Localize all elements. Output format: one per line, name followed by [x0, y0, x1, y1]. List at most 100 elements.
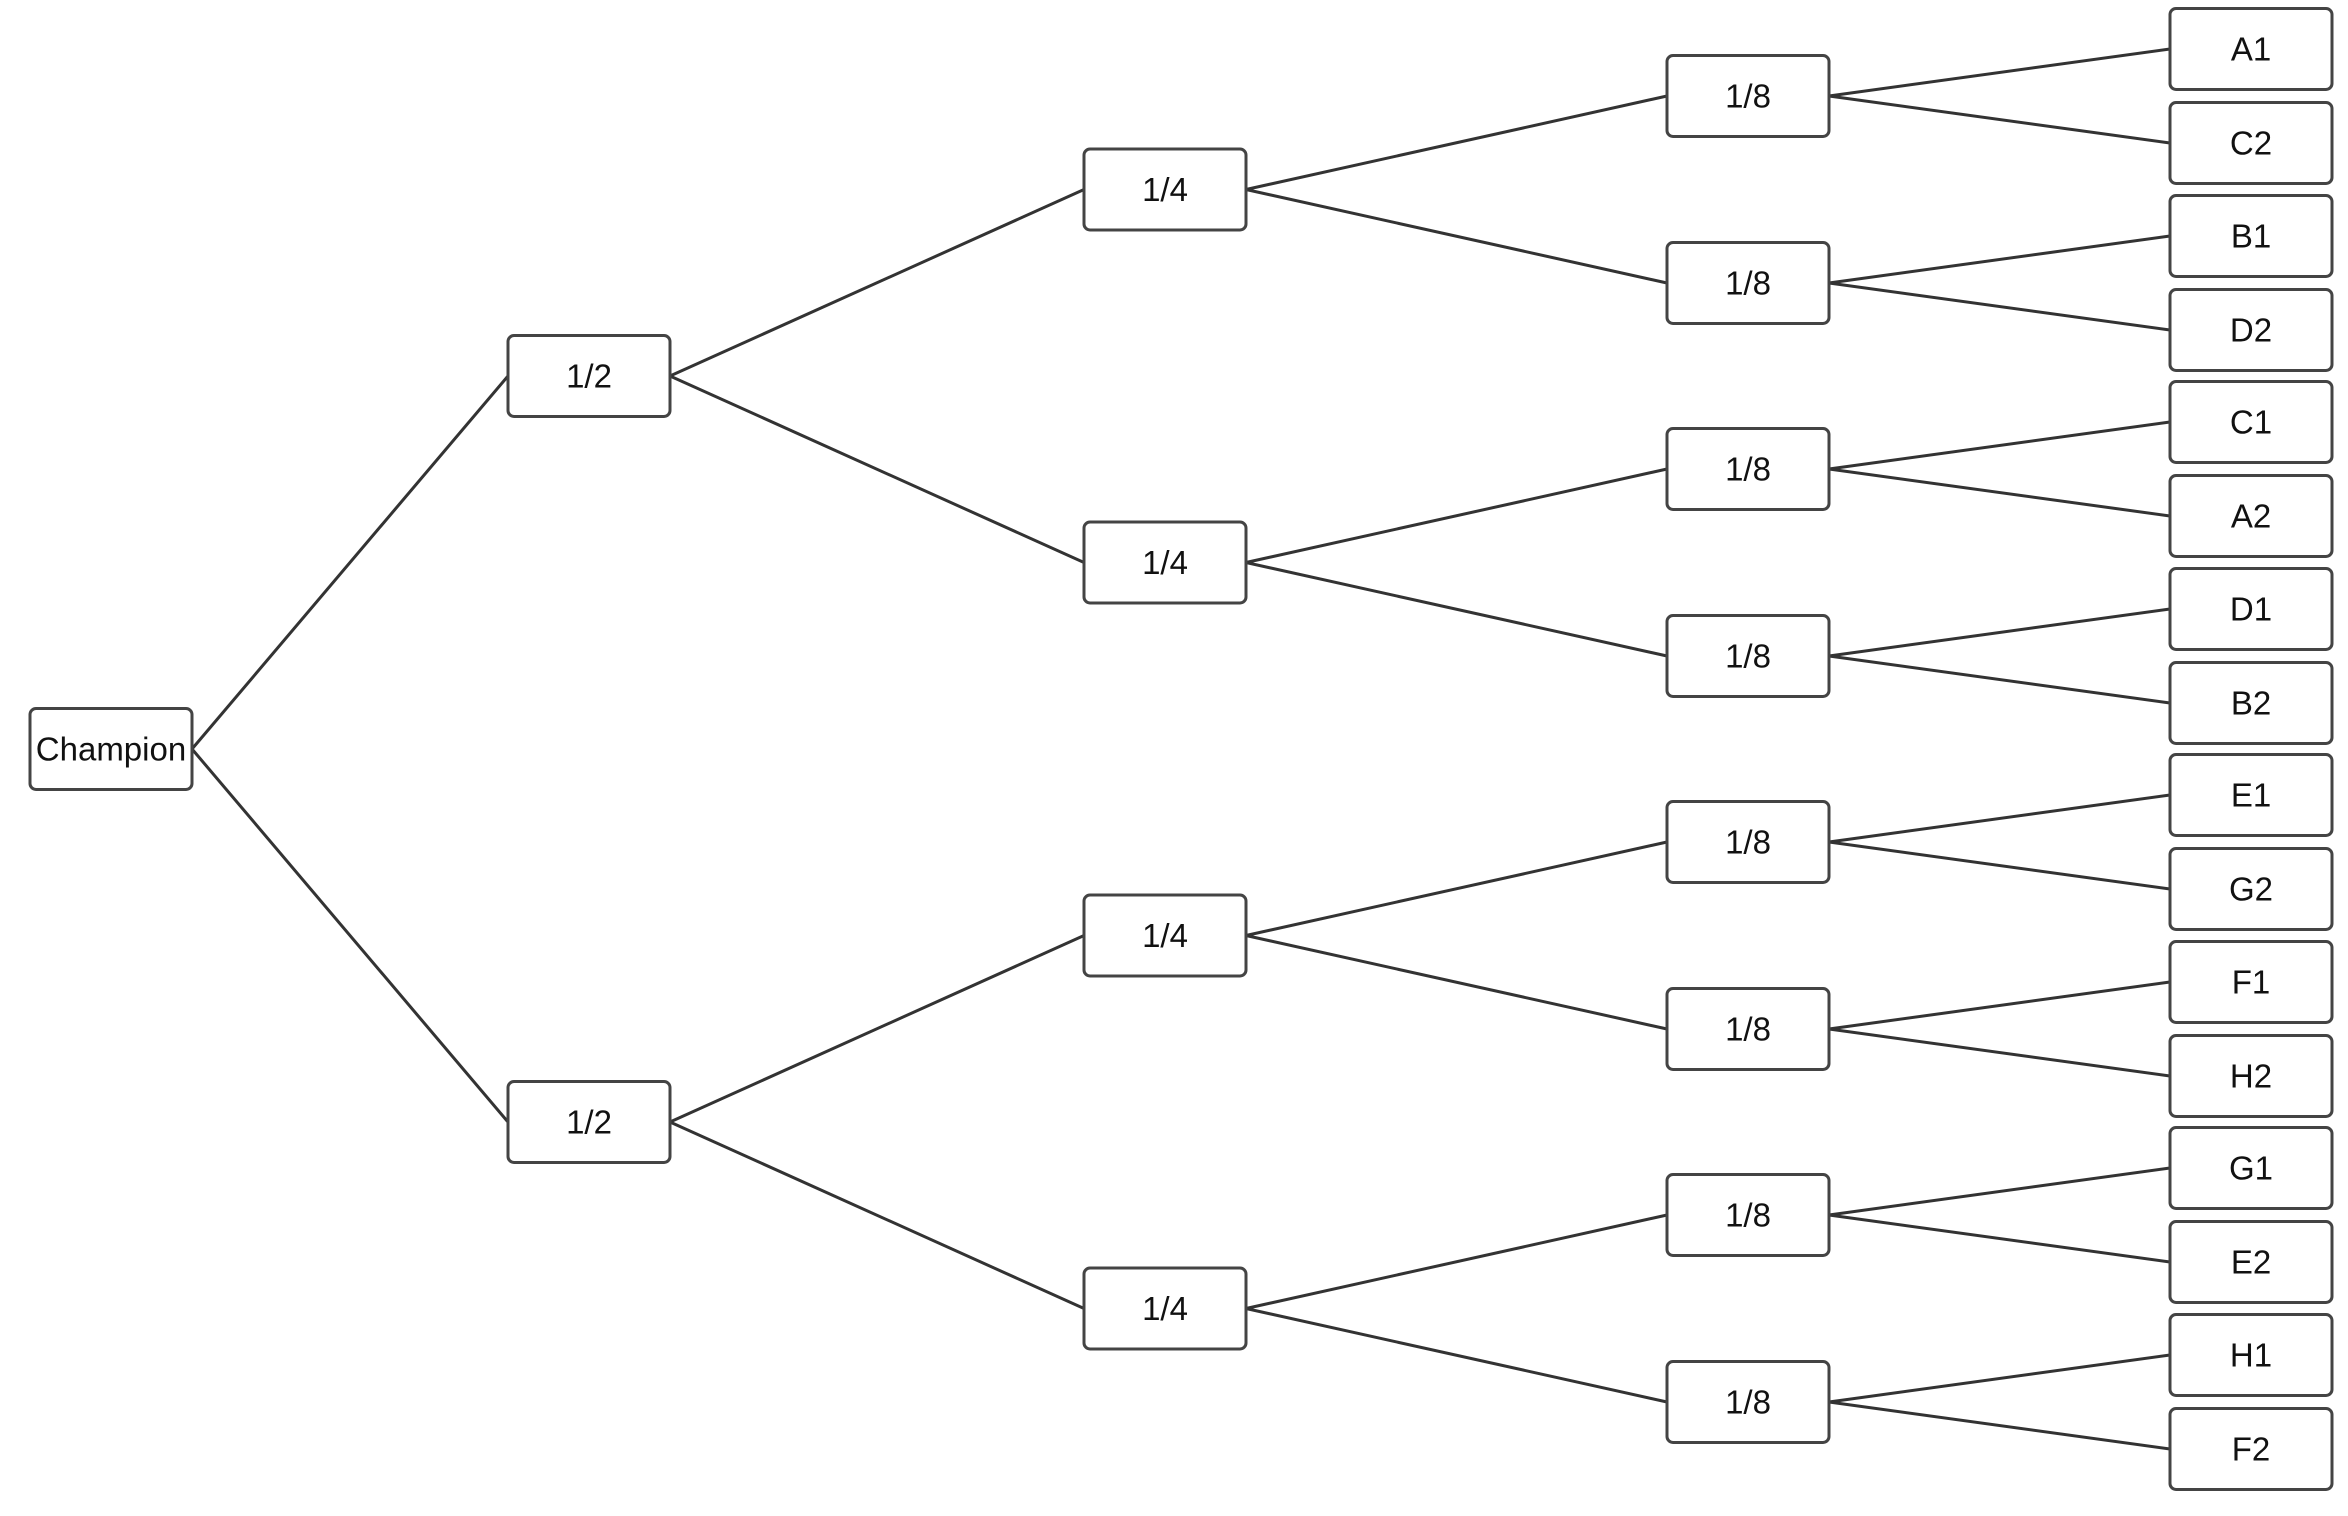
- node-box: [506, 1080, 672, 1164]
- connector-line: [669, 934, 1085, 1124]
- connector-line: [1828, 47, 2171, 98]
- node-label: F2: [2232, 1431, 2271, 1468]
- node-box: [1665, 800, 1831, 884]
- team-node-b1: B1: [2168, 194, 2334, 278]
- champion-node: Champion: [28, 707, 194, 791]
- team-node-g1: G1: [2168, 1126, 2334, 1210]
- connector-line: [1828, 1400, 2171, 1451]
- connector-line: [1828, 980, 2171, 1031]
- team-node-e2: E2: [2168, 1220, 2334, 1304]
- node-label: 1/8: [1725, 1011, 1771, 1048]
- connector-line: [1245, 467, 1668, 564]
- node-box: [1665, 614, 1831, 698]
- node-box: [2168, 1313, 2334, 1397]
- node-label: C1: [2230, 404, 2272, 441]
- connector-line: [190, 748, 510, 1123]
- node-box: [2168, 661, 2334, 745]
- node-label: 1/4: [1142, 917, 1188, 954]
- node-label: G2: [2229, 871, 2273, 908]
- team-node-h2: H2: [2168, 1034, 2334, 1118]
- connector-line: [1828, 94, 2171, 145]
- node-label: 1/8: [1725, 1197, 1771, 1234]
- connector-line: [1828, 281, 2171, 332]
- team-node-b2: B2: [2168, 661, 2334, 745]
- node-box: [1665, 987, 1831, 1071]
- node-box: [2168, 101, 2334, 185]
- team-node-c1: C1: [2168, 380, 2334, 464]
- node-label: 1/2: [566, 1104, 612, 1141]
- quarterfinal-node: 1/4: [1082, 893, 1248, 978]
- node-label: 1/8: [1725, 638, 1771, 675]
- node-label: Champion: [36, 731, 186, 768]
- node-label: 1/4: [1142, 1290, 1188, 1327]
- connector-line: [669, 188, 1085, 378]
- node-label: D2: [2230, 312, 2272, 349]
- team-node-e1: E1: [2168, 753, 2334, 837]
- quarterfinal-node: 1/4: [1082, 1266, 1248, 1351]
- team-node-d1: D1: [2168, 567, 2334, 651]
- node-box: [1082, 520, 1248, 605]
- node-box: [2168, 474, 2334, 558]
- semifinal-node: 1/2: [506, 334, 672, 418]
- node-box: [1665, 241, 1831, 325]
- round-of-16-node: 1/8: [1665, 241, 1831, 325]
- node-box: [1665, 1173, 1831, 1257]
- node-label: E2: [2231, 1244, 2271, 1281]
- node-label: F1: [2232, 964, 2271, 1001]
- node-box: [2168, 1407, 2334, 1491]
- node-label: 1/4: [1142, 544, 1188, 581]
- connector-line: [1245, 1307, 1668, 1404]
- node-box: [2168, 380, 2334, 464]
- connector-line: [190, 375, 510, 750]
- connector-line: [1245, 840, 1668, 937]
- node-box: [1082, 893, 1248, 978]
- node-box: [2168, 847, 2334, 931]
- round-of-16-node: 1/8: [1665, 1173, 1831, 1257]
- round-of-16-node: 1/8: [1665, 800, 1831, 884]
- node-label: H1: [2230, 1337, 2272, 1374]
- connector-line: [1828, 234, 2171, 285]
- node-label: 1/8: [1725, 265, 1771, 302]
- node-label: B2: [2231, 685, 2271, 722]
- semifinal-node: 1/2: [506, 1080, 672, 1164]
- node-label: 1/8: [1725, 1384, 1771, 1421]
- round-of-16-node: 1/8: [1665, 54, 1831, 138]
- bracket-nodes: Champion 1/2 1/2 1/4 1/4 1/4 1/4 1/8 1/8 1/8 1/8 1/…: [28, 7, 2334, 1491]
- connector-line: [1828, 1213, 2171, 1264]
- team-node-a1: A1: [2168, 7, 2334, 91]
- team-node-a2: A2: [2168, 474, 2334, 558]
- connector-line: [1245, 1213, 1668, 1310]
- node-label: C2: [2230, 125, 2272, 162]
- team-node-g2: G2: [2168, 847, 2334, 931]
- node-box: [1082, 1266, 1248, 1351]
- connector-line: [1828, 1027, 2171, 1078]
- connector-line: [1245, 561, 1668, 658]
- node-box: [1665, 427, 1831, 511]
- round-of-16-node: 1/8: [1665, 614, 1831, 698]
- node-label: A1: [2231, 31, 2271, 68]
- node-box: [506, 334, 672, 418]
- quarterfinal-node: 1/4: [1082, 520, 1248, 605]
- node-label: B1: [2231, 218, 2271, 255]
- node-label: G1: [2229, 1150, 2273, 1187]
- round-of-16-node: 1/8: [1665, 987, 1831, 1071]
- node-box: [28, 707, 194, 791]
- node-box: [2168, 940, 2334, 1024]
- connector-line: [1245, 94, 1668, 191]
- connector-line: [1828, 840, 2171, 891]
- round-of-16-node: 1/8: [1665, 1360, 1831, 1444]
- node-box: [1665, 54, 1831, 138]
- node-box: [2168, 194, 2334, 278]
- node-label: A2: [2231, 498, 2271, 535]
- connector-line: [669, 1120, 1085, 1310]
- node-box: [2168, 1034, 2334, 1118]
- node-box: [1665, 1360, 1831, 1444]
- node-box: [2168, 288, 2334, 372]
- team-node-f2: F2: [2168, 1407, 2334, 1491]
- connector-line: [1245, 934, 1668, 1031]
- node-label: 1/4: [1142, 171, 1188, 208]
- connector-line: [1828, 467, 2171, 518]
- node-label: E1: [2231, 777, 2271, 814]
- team-node-d2: D2: [2168, 288, 2334, 372]
